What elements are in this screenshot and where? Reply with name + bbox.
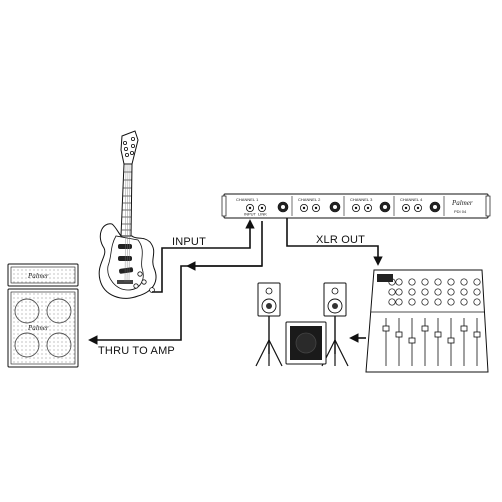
pa-speaker-left-icon — [255, 282, 283, 367]
di-brand: Palmer — [451, 199, 473, 207]
mixer-fader-cap — [473, 331, 481, 338]
mixer-knob — [473, 278, 481, 286]
mixer-knob — [388, 288, 396, 296]
mixer-knob — [460, 278, 468, 286]
mixer-fader-cap — [434, 331, 442, 338]
mixer-fader-cap — [447, 337, 455, 344]
mixer-knob — [434, 288, 442, 296]
di-jack-link-label: LINK — [258, 212, 267, 217]
mixer-knob — [408, 288, 416, 296]
mixer-knob — [473, 288, 481, 296]
mixer-knob — [421, 298, 429, 306]
mixer-knob — [421, 288, 429, 296]
mixer-knob — [395, 288, 403, 296]
xlr-out-label: XLR OUT — [316, 234, 365, 246]
mixer-knob — [421, 278, 429, 286]
pa-speaker-right-icon — [321, 282, 349, 367]
mixer-knob — [434, 298, 442, 306]
amp-stack-icon: Palmer Palmer — [7, 263, 79, 368]
mixer-fader-cap — [408, 337, 416, 344]
di-channel-2-label: CHANNEL 2 — [298, 197, 321, 202]
mixer-knob — [447, 278, 455, 286]
guitar-icon — [98, 130, 157, 299]
thru-to-amp-label: THRU TO AMP — [98, 345, 175, 357]
di-channel-4-label: CHANNEL 4 — [400, 197, 423, 202]
mixer-knob — [460, 288, 468, 296]
input-cable — [152, 219, 255, 293]
di-channel-3-label: CHANNEL 3 — [350, 197, 373, 202]
mixer-knob — [408, 278, 416, 286]
mixer-fader-cap — [395, 331, 403, 338]
di-jack-input-label: INPUT — [244, 212, 257, 217]
mixer-fader-cap — [421, 325, 429, 332]
mixer-fader-cap — [382, 325, 390, 332]
amp-head-logo: Palmer — [27, 272, 49, 280]
di-channel-1-label: CHANNEL 1 — [236, 197, 259, 202]
mixer-knob — [434, 278, 442, 286]
mixer-knob — [447, 298, 455, 306]
di-box-icon: CHANNEL 1 CHANNEL 2 CHANNEL 3 CHANNEL 4 … — [221, 193, 491, 219]
mixer-knob — [408, 298, 416, 306]
mixer-knob — [460, 298, 468, 306]
thru-cable — [88, 221, 263, 345]
input-label: INPUT — [172, 236, 206, 248]
amp-cab-logo: Palmer — [27, 324, 49, 332]
mixer-fader-cap — [460, 325, 468, 332]
xlr-cable — [286, 218, 383, 266]
subwoofer-icon — [285, 321, 327, 365]
cables — [88, 218, 383, 345]
mixer-knob — [473, 298, 481, 306]
mixer-icon — [365, 269, 489, 373]
di-model: PDI 04 — [454, 209, 467, 214]
mixer-knob — [447, 288, 455, 296]
mixer-knob — [395, 278, 403, 286]
mixer-knob — [388, 298, 396, 306]
mixer-knob — [395, 298, 403, 306]
